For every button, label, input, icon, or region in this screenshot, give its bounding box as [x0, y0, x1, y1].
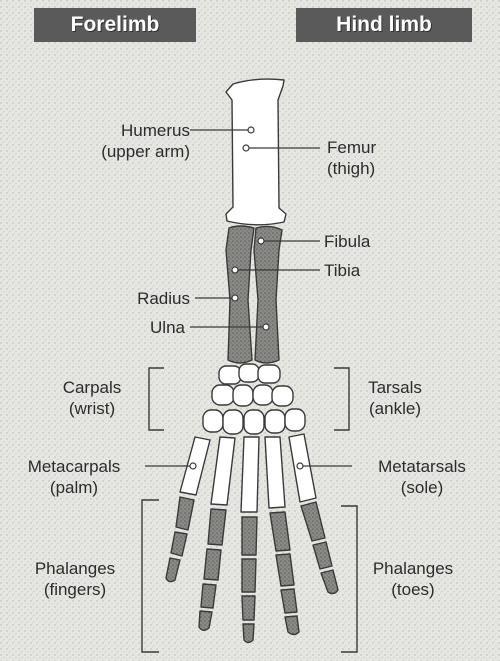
tarsals-bracket — [334, 368, 349, 430]
radius-tibia-bone — [226, 226, 254, 363]
tibia-label: Tibia — [324, 260, 360, 281]
fibula-label: Fibula — [324, 231, 370, 252]
radius-label: Radius — [100, 288, 190, 309]
phalanges-toes-label: Phalanges(toes) — [360, 558, 466, 600]
humerus-femur-bone — [226, 79, 286, 225]
phalanx-bones — [166, 497, 338, 643]
ulna-label: Ulna — [100, 317, 185, 338]
femur-label: Femur(thigh) — [327, 137, 376, 179]
tarsals-label: Tarsals(ankle) — [354, 377, 436, 419]
carpals-label: Carpals(wrist) — [46, 377, 138, 419]
metacarpal-metatarsal-bones — [180, 434, 316, 512]
phalanges-fingers-bracket — [142, 500, 159, 652]
humerus-label: Humerus(upper arm) — [70, 120, 190, 162]
carpal-tarsal-bones — [203, 364, 305, 434]
ulna-fibula-bone — [254, 226, 282, 363]
carpals-bracket — [149, 368, 164, 430]
phalanges-fingers-label: Phalanges(fingers) — [20, 558, 130, 600]
metacarpals-label: Metacarpals(palm) — [8, 456, 140, 498]
metatarsals-label: Metatarsals(sole) — [352, 456, 492, 498]
phalanges-toes-bracket — [341, 506, 357, 652]
